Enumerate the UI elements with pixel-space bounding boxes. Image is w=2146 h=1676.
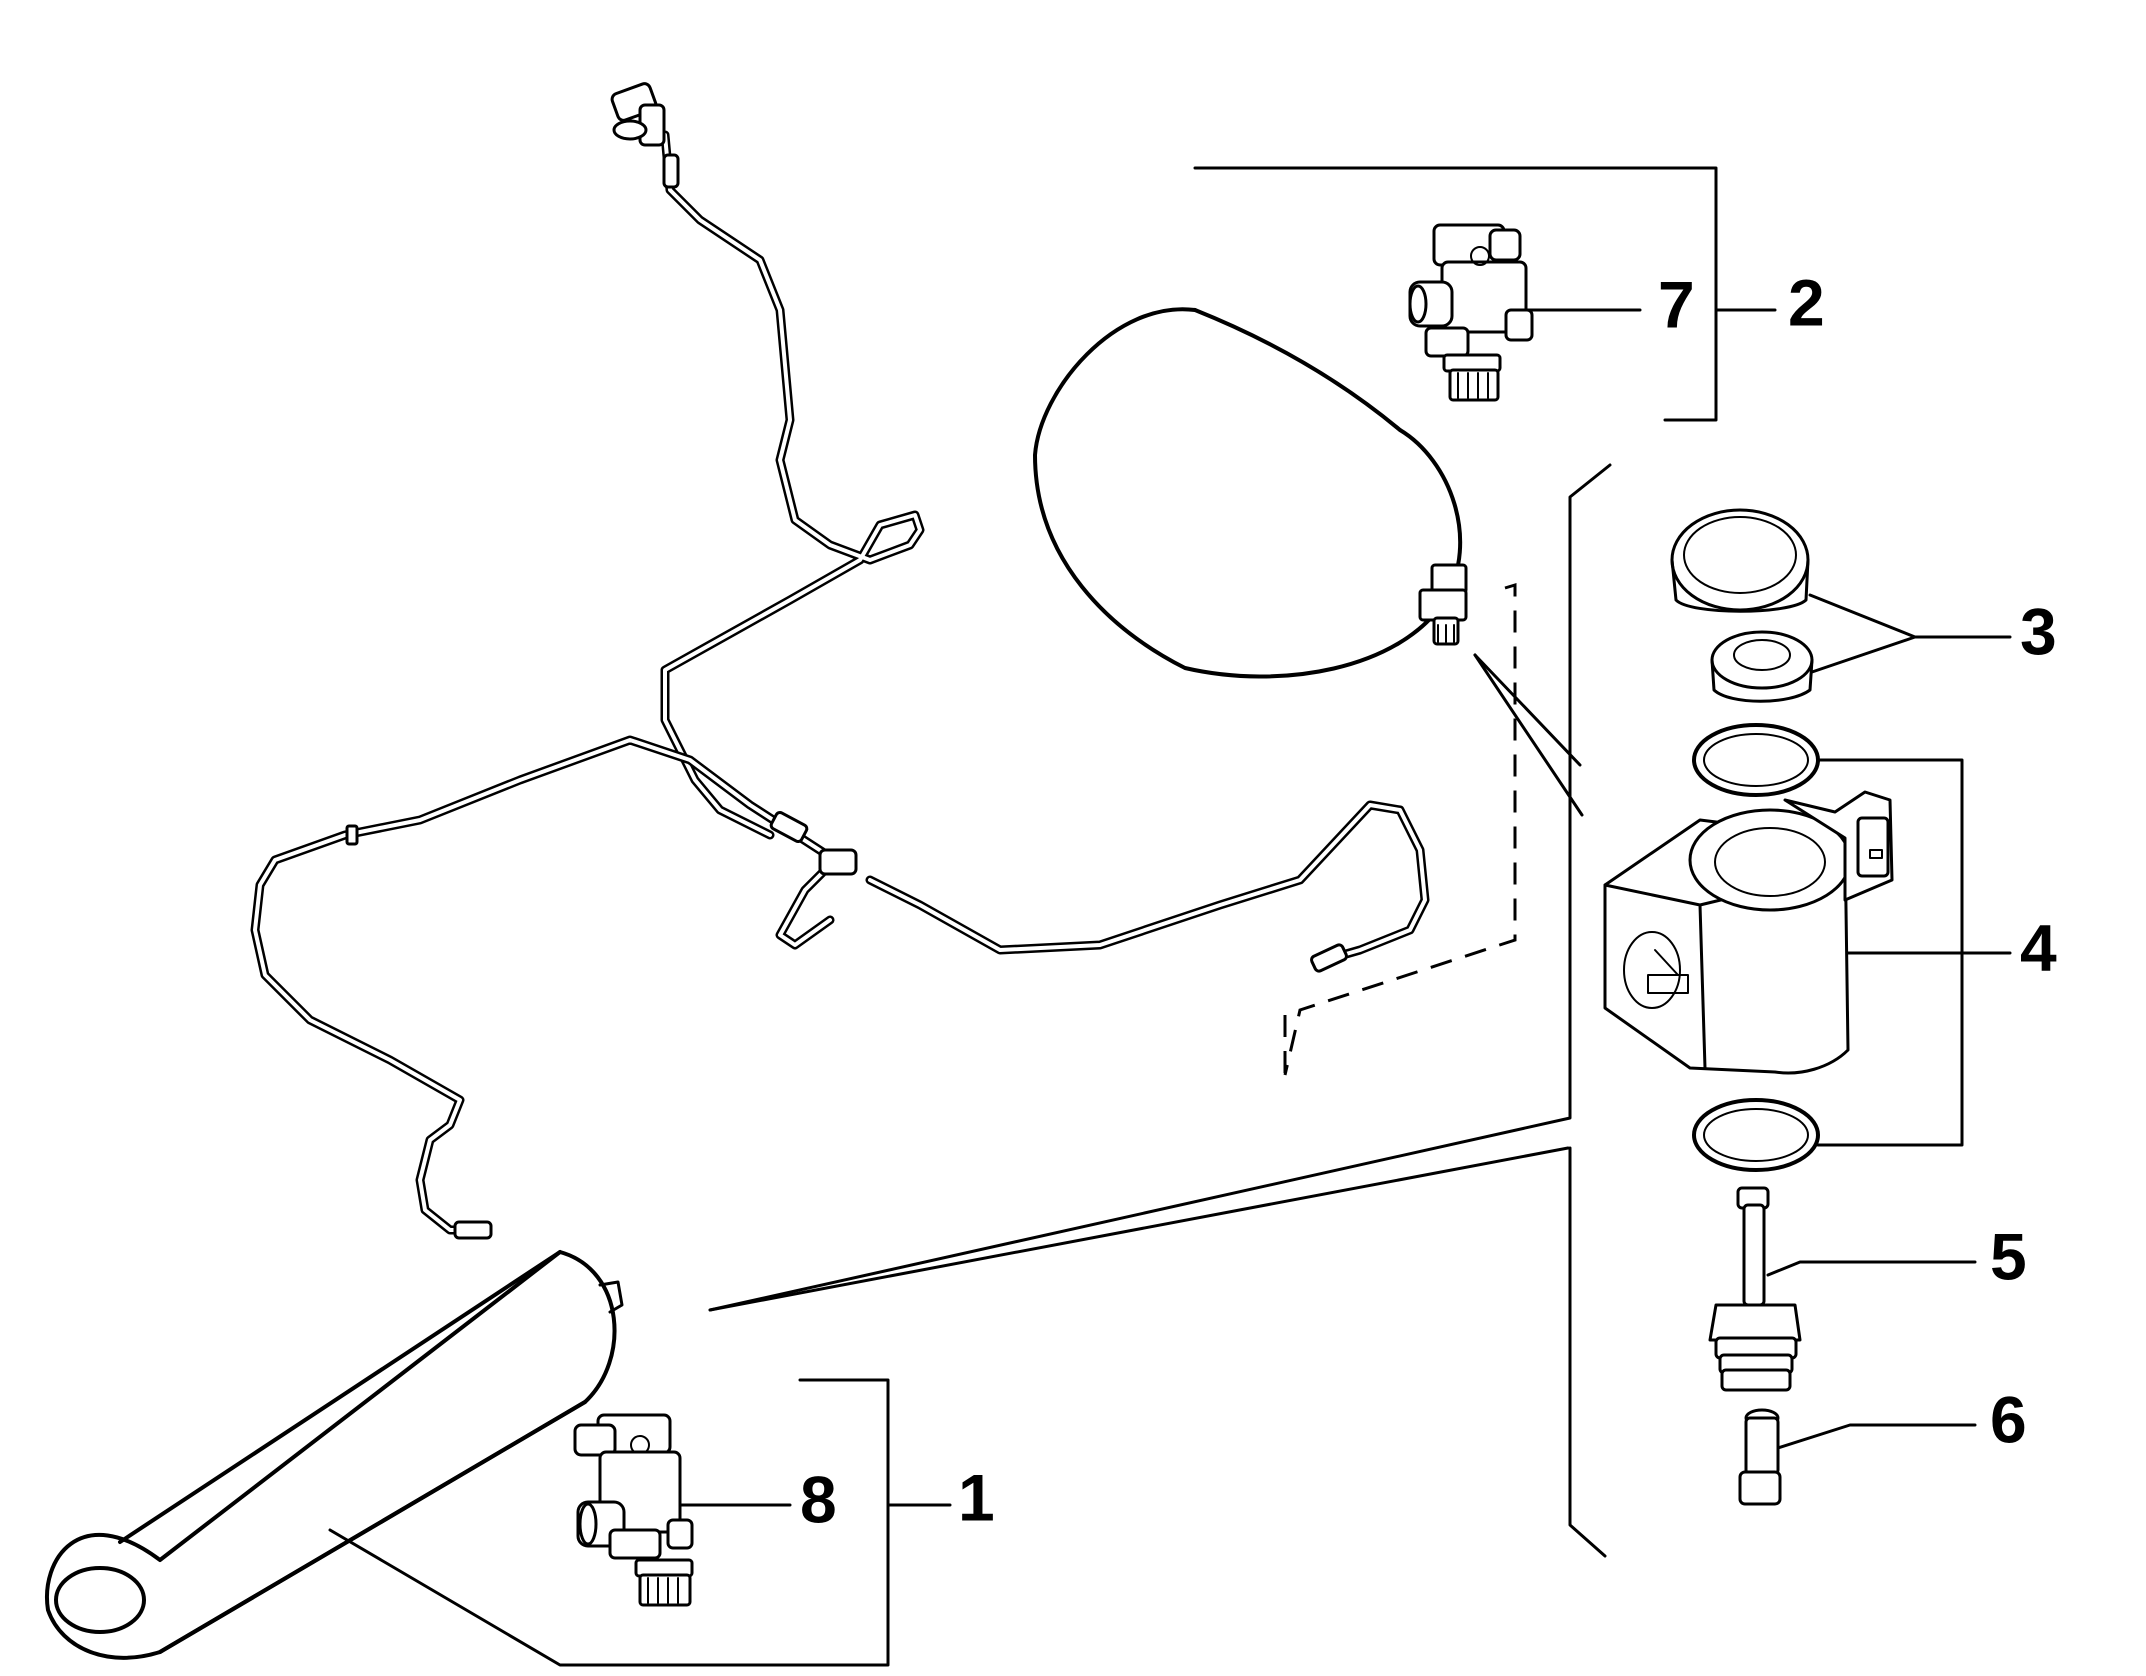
part-3-nut <box>1710 630 1814 703</box>
pipe-union-fitting <box>769 810 809 844</box>
callout-4: 4 <box>2020 910 2057 984</box>
callout-5: 5 <box>1990 1219 2027 1293</box>
callout-3: 3 <box>2020 594 2057 668</box>
leader-lines <box>328 166 2012 1667</box>
pipe-top-connector <box>610 82 680 189</box>
callout-2: 2 <box>1788 265 1825 339</box>
pipe-end-fitting-left <box>453 1220 493 1240</box>
upper-gas-tank <box>1033 307 1462 679</box>
upper-tank-valve <box>1418 563 1468 646</box>
lower-gas-tank <box>45 1250 624 1660</box>
fuel-pipe-assembly <box>250 82 1430 1240</box>
dashed-mounting-outline <box>1283 582 1517 1076</box>
part-4-upper-seal <box>1692 723 1820 797</box>
part-4-solenoid-coil <box>1603 790 1894 1075</box>
valve-7 <box>1408 223 1534 402</box>
pipe-t-junction <box>818 848 858 876</box>
part-4-lower-seal <box>1692 1098 1820 1172</box>
valve-8 <box>573 1413 694 1607</box>
part-6-screw <box>1738 1408 1782 1506</box>
callout-8: 8 <box>800 1462 837 1536</box>
pipe-end-fitting-right <box>1310 943 1348 973</box>
callout-1: 1 <box>958 1460 995 1534</box>
exploded-view-frame <box>708 463 1612 1558</box>
callout-6: 6 <box>1990 1382 2027 1456</box>
part-4-lower-seal-inner <box>1703 1108 1809 1162</box>
pipe-clip <box>345 824 359 846</box>
callout-7: 7 <box>1658 267 1695 341</box>
part-4-upper-seal-inner <box>1703 733 1809 787</box>
part-5-valve-stem <box>1708 1186 1802 1392</box>
part-3-cap <box>1670 508 1810 613</box>
